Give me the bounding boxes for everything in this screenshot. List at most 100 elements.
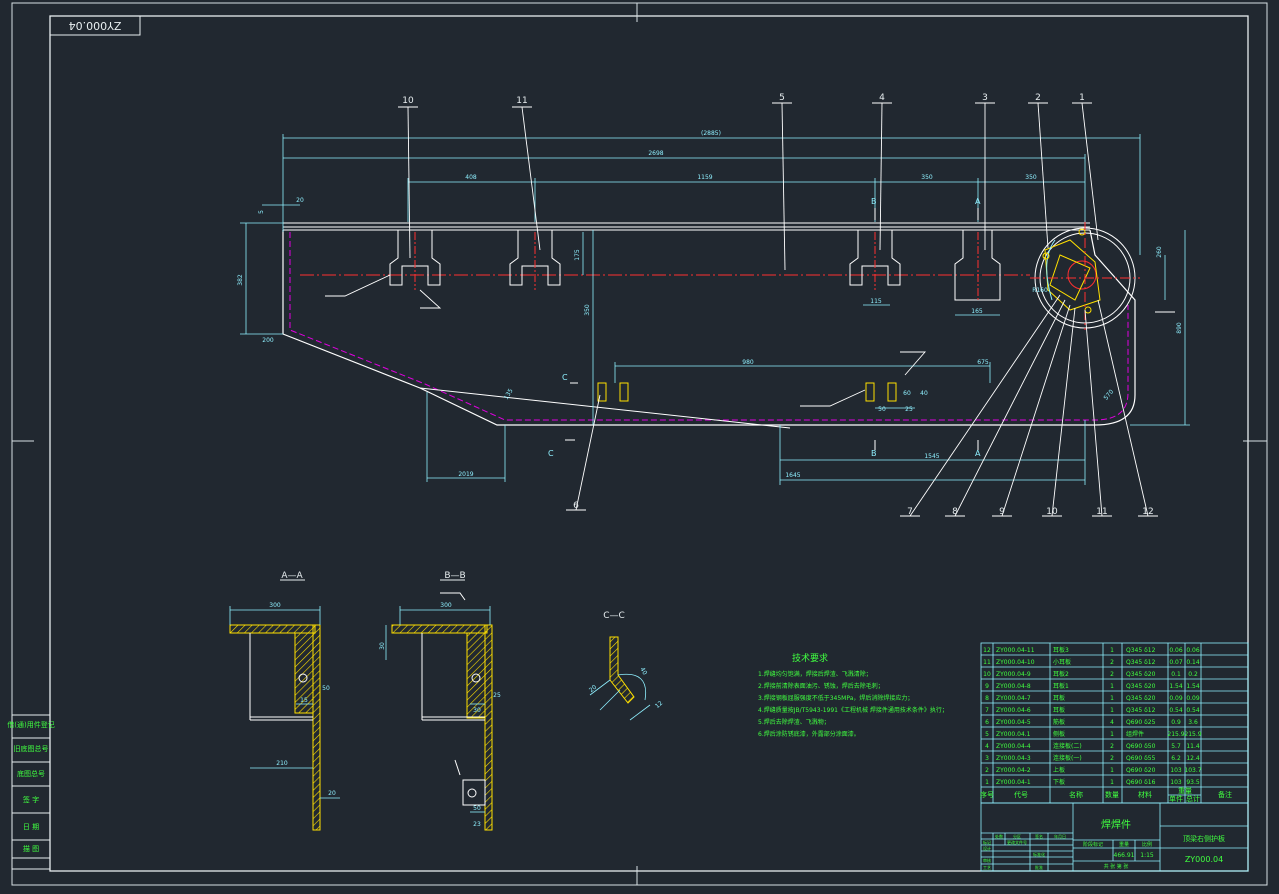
bom-cell-no: 9 (985, 683, 989, 690)
bom-cell-w: 0.1 (1171, 671, 1181, 678)
dimension-text: 25 (905, 406, 913, 413)
bom-cell-mat: Q345 δ12 (1126, 647, 1156, 654)
bom-cell-qty: 2 (1110, 755, 1114, 762)
bom-cell-mat: Q690 δ20 (1126, 767, 1156, 774)
bom-cell-no: 6 (985, 719, 989, 726)
dimension-text: 2698 (648, 150, 663, 157)
balloon-number: 2 (1035, 93, 1041, 103)
bom-cell-w: 1.54 (1169, 683, 1183, 690)
balloon-number: 8 (952, 507, 958, 517)
bom-cell-w: 215.9 (1167, 731, 1184, 738)
dimension-text: 30 (379, 642, 386, 650)
side-table-label: 借(通)用件登记 (7, 720, 54, 729)
section-marker: B (871, 449, 877, 458)
top-plate (283, 222, 1090, 231)
bom-cell-name: 耳板 (1053, 706, 1065, 714)
bom-cell-mat: 组焊件 (1126, 730, 1144, 738)
bom-cell-qty: 1 (1110, 779, 1114, 786)
bom-cell-code: ZY000.04-11 (996, 647, 1035, 654)
section-marker: A (975, 197, 981, 206)
balloon-number: 5 (779, 93, 785, 103)
bom-cell-tw: 0.54 (1186, 707, 1200, 714)
dimension-text: R160 (1032, 287, 1048, 294)
dimension-text: 675 (977, 359, 989, 366)
clevis-bracket (389, 230, 1001, 301)
tech-req-line: 5.焊后去除焊渣、飞溅物； (758, 718, 830, 726)
balloon-number: 10 (1046, 507, 1058, 517)
bom-cell-qty: 2 (1110, 671, 1114, 678)
bom-header: 名称 (1069, 790, 1083, 799)
title-approve-label: 批准 (1035, 864, 1043, 870)
side-plate-outline (282, 229, 1136, 426)
bom-cell-no: 10 (983, 671, 991, 678)
section-view-bb: B—B 300 30 25 30 50 23 (379, 571, 501, 831)
tech-req-title: 技术要求 (792, 652, 828, 664)
bom-header: 单件 (1169, 794, 1183, 803)
tech-req-line: 2.焊接前清除表面油污、锈蚀，焊后去除毛刺； (758, 682, 884, 690)
bom-cell-mat: Q345 δ20 (1126, 695, 1156, 702)
dimension-text: 1645 (785, 472, 800, 479)
bom-cell-mat: Q690 δ55 (1126, 755, 1156, 762)
dimension-text: 40 (638, 666, 648, 676)
tech-req-line: 1.焊缝均匀饱满，焊接后焊渣、飞溅清除； (758, 670, 872, 678)
dimension-text: (2885) (701, 130, 721, 137)
bom-cell-tw: 0.06 (1186, 647, 1200, 654)
bom-header: 序号 (980, 790, 994, 799)
title-std-label: 标准化 (1033, 851, 1045, 857)
title-scale-header: 比例 (1142, 841, 1152, 848)
bom-cell-no: 7 (985, 707, 989, 714)
tech-requirements: 技术要求 1.焊缝均匀饱满，焊接后焊渣、飞溅清除； 2.焊接前清除表面油污、锈蚀… (758, 652, 948, 738)
bom-cell-name: 小耳板 (1053, 658, 1071, 666)
dimension-text: 30 (473, 707, 481, 714)
side-register-table (11, 714, 51, 870)
balloon-number: 4 (879, 93, 885, 103)
bom-cell-code: ZY000.04-10 (996, 659, 1035, 666)
bom-cell-w: 0.07 (1169, 659, 1183, 666)
title-col-label: 分区 (1013, 833, 1021, 839)
bom-header: 备注 (1218, 790, 1232, 799)
bom-cell-name: 耳板 (1053, 694, 1065, 702)
tech-req-line: 4.焊缝质量按JB/T5943-1991《工程机械 焊接件通用技术条件》执行； (758, 706, 948, 714)
bom-header: 数量 (1105, 790, 1119, 799)
bom-cell-name: 连接板(一) (1053, 754, 1082, 762)
bom-cell-qty: 4 (1110, 719, 1114, 726)
section-view-aa: A—A 300 210 20 50 15 (229, 571, 340, 831)
title-block (980, 802, 1249, 872)
dimension-text: 350 (584, 304, 591, 316)
bom-cell-tw: 215.9 (1184, 731, 1201, 738)
title-sheets: 共 张 第 张 (1104, 863, 1129, 870)
bom-cell-no: 12 (983, 647, 991, 654)
bom-cell-w: 5.7 (1171, 743, 1181, 750)
title-stage-header: 阶段标记 (1083, 841, 1103, 848)
bom-cell-qty: 2 (1110, 659, 1114, 666)
bom-header: 总计 (1186, 794, 1200, 803)
section-title: A—A (281, 571, 303, 581)
dimension-text: 200 (262, 337, 274, 344)
title-assembly-name: 顶梁右侧护板 (1183, 834, 1225, 843)
bom-cell-code: ZY000.04-1 (996, 779, 1031, 786)
balloon-number: 1 (1079, 93, 1085, 103)
bom-cell-no: 2 (985, 767, 989, 774)
bom-cell-code: ZY000.04.1 (996, 731, 1031, 738)
bom-cell-tw: 0.09 (1186, 695, 1200, 702)
title-col-label: 年月日 (1054, 833, 1066, 839)
title-weight-value: 466.91 (1114, 852, 1135, 859)
dimension-text: 20 (328, 790, 336, 797)
dimension-text: 40 (920, 390, 928, 397)
dimension-text: 5 (258, 210, 265, 214)
bom-cell-name: 侧板 (1053, 730, 1065, 738)
bom-cell-code: ZY000.04-5 (996, 719, 1031, 726)
balloon-number: 12 (1142, 507, 1153, 517)
dimension-text: 175 (574, 249, 581, 261)
main-view: (2885) 2698 408 1159 350 350 20 5 382 20… (237, 93, 1190, 517)
bom-cell-tw: 12.4 (1186, 755, 1200, 762)
title-scale-value: 1:15 (1140, 852, 1154, 859)
section-title: C—C (603, 611, 625, 621)
bom-cell-code: ZY000.04-9 (996, 671, 1031, 678)
bom-cell-code: ZY000.04-7 (996, 695, 1031, 702)
dimension-text: 570 (1102, 388, 1115, 401)
dimension-text: 15 (300, 697, 308, 704)
balloon-number: 11 (516, 96, 527, 106)
side-table-label: 描 图 (23, 844, 39, 853)
bom-cell-w: 0.9 (1171, 719, 1181, 726)
